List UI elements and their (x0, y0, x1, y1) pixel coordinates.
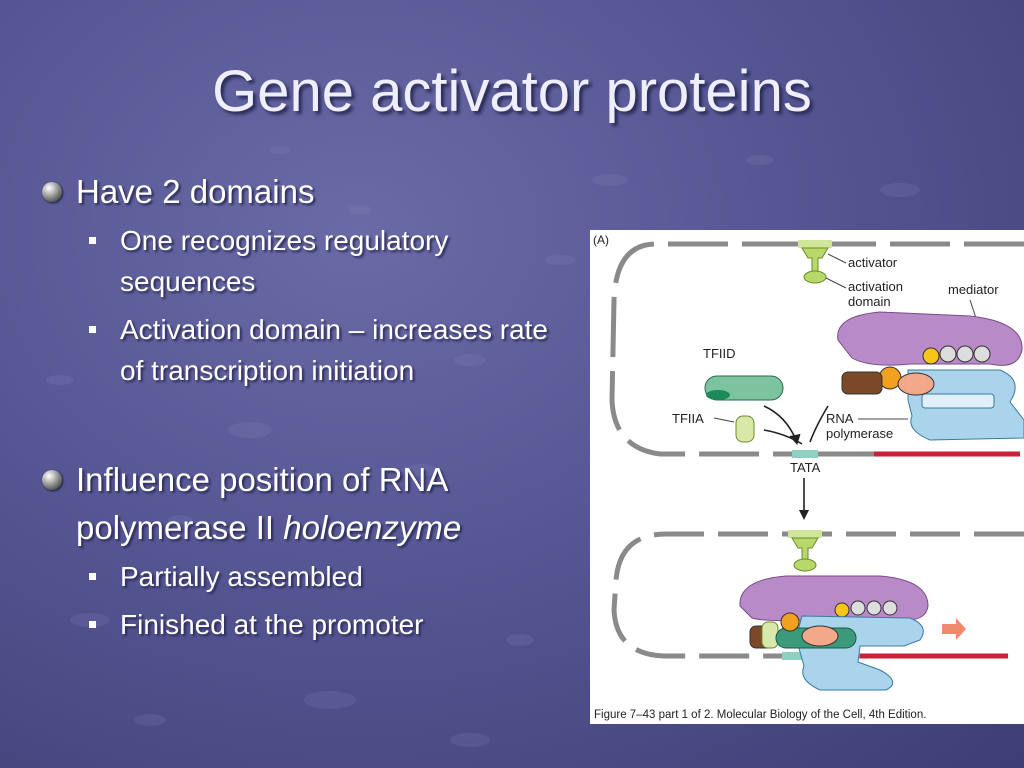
dna-loop-bottom (611, 531, 1024, 659)
bullet-item: Influence position of RNA polymerase II … (38, 456, 558, 552)
sub-bullet-text: Finished at the promoter (120, 609, 424, 640)
factor-grey (939, 345, 957, 363)
factor-yellow (834, 602, 850, 618)
label-domain: domain (848, 294, 891, 309)
sub-bullet-text: Partially assembled (120, 561, 363, 592)
label-rna: RNA (826, 411, 854, 426)
mediator-complex (739, 575, 929, 622)
factor-salmon (801, 625, 839, 647)
tfiid-subunit (706, 390, 730, 400)
factor-grey (850, 600, 866, 616)
sub-bullet-list: Partially assembled Finished at the prom… (38, 556, 558, 645)
tata-box-top (792, 450, 818, 458)
activator-binding-site (798, 240, 832, 248)
panel-label: (A) (593, 233, 609, 247)
factor-orange (780, 612, 800, 632)
polymerase-cleft (921, 393, 995, 409)
label-activator: activator (848, 255, 898, 270)
figure-panel: (A) activator activation domain mediator (590, 230, 1024, 724)
label-mediator: mediator (948, 282, 999, 297)
tfiia-protein (761, 621, 779, 649)
factor-salmon (897, 372, 935, 396)
arrow-tfiid (763, 405, 797, 441)
bullet-text: Influence position of RNA polymerase II (76, 461, 447, 546)
label-tfiia: TFIIA (672, 411, 704, 426)
activator-protein (791, 537, 819, 561)
label-activation: activation (848, 279, 903, 294)
transcription-direction-arrow-icon (942, 618, 966, 640)
bullet-emphasis: holoenzyme (283, 509, 462, 546)
sub-bullet-item: Finished at the promoter (82, 604, 558, 645)
activation-domain-shape (793, 558, 817, 572)
factor-yellow (922, 347, 940, 365)
square-bullet-icon (89, 573, 96, 580)
square-bullet-icon (89, 237, 96, 244)
square-bullet-icon (89, 621, 96, 628)
dna-loop-top (609, 241, 1024, 457)
factor-brown (841, 371, 883, 395)
factor-grey (973, 345, 991, 363)
activation-domain-shape (803, 270, 827, 284)
tfiia-protein (735, 415, 755, 443)
square-bullet-icon (89, 326, 96, 333)
bullet-list: Have 2 domains One recognizes regulatory… (38, 168, 558, 652)
sub-bullet-list: One recognizes regulatory sequences Acti… (38, 220, 558, 391)
slide-title: Gene activator proteins (212, 59, 812, 124)
arrow-down-icon (799, 510, 809, 520)
factor-grey (882, 600, 898, 616)
bullet-item: Have 2 domains (38, 168, 558, 216)
arrow-polymerase (809, 405, 829, 443)
activator-binding-site (788, 530, 822, 538)
factor-grey (866, 600, 882, 616)
sub-bullet-text: One recognizes regulatory sequences (120, 225, 449, 297)
bullet-orb-icon (42, 470, 62, 490)
factor-grey (956, 345, 974, 363)
bullet-orb-icon (42, 182, 62, 202)
sub-bullet-item: Activation domain – increases rate of tr… (82, 309, 558, 391)
arrow-tfiia (763, 429, 803, 445)
sub-bullet-text: Activation domain – increases rate of tr… (120, 314, 548, 386)
activator-protein (801, 247, 829, 273)
label-tata: TATA (790, 460, 821, 475)
bullet-text: Have 2 domains (76, 173, 315, 210)
figure-caption: Figure 7–43 part 1 of 2. Molecular Biolo… (594, 709, 926, 721)
sub-bullet-item: One recognizes regulatory sequences (82, 220, 558, 302)
label-tfiid: TFIID (703, 346, 736, 361)
label-polymerase: polymerase (826, 426, 893, 441)
gene-activation-diagram: (A) activator activation domain mediator (593, 233, 1024, 721)
tata-box-bottom (782, 652, 808, 660)
sub-bullet-item: Partially assembled (82, 556, 558, 597)
